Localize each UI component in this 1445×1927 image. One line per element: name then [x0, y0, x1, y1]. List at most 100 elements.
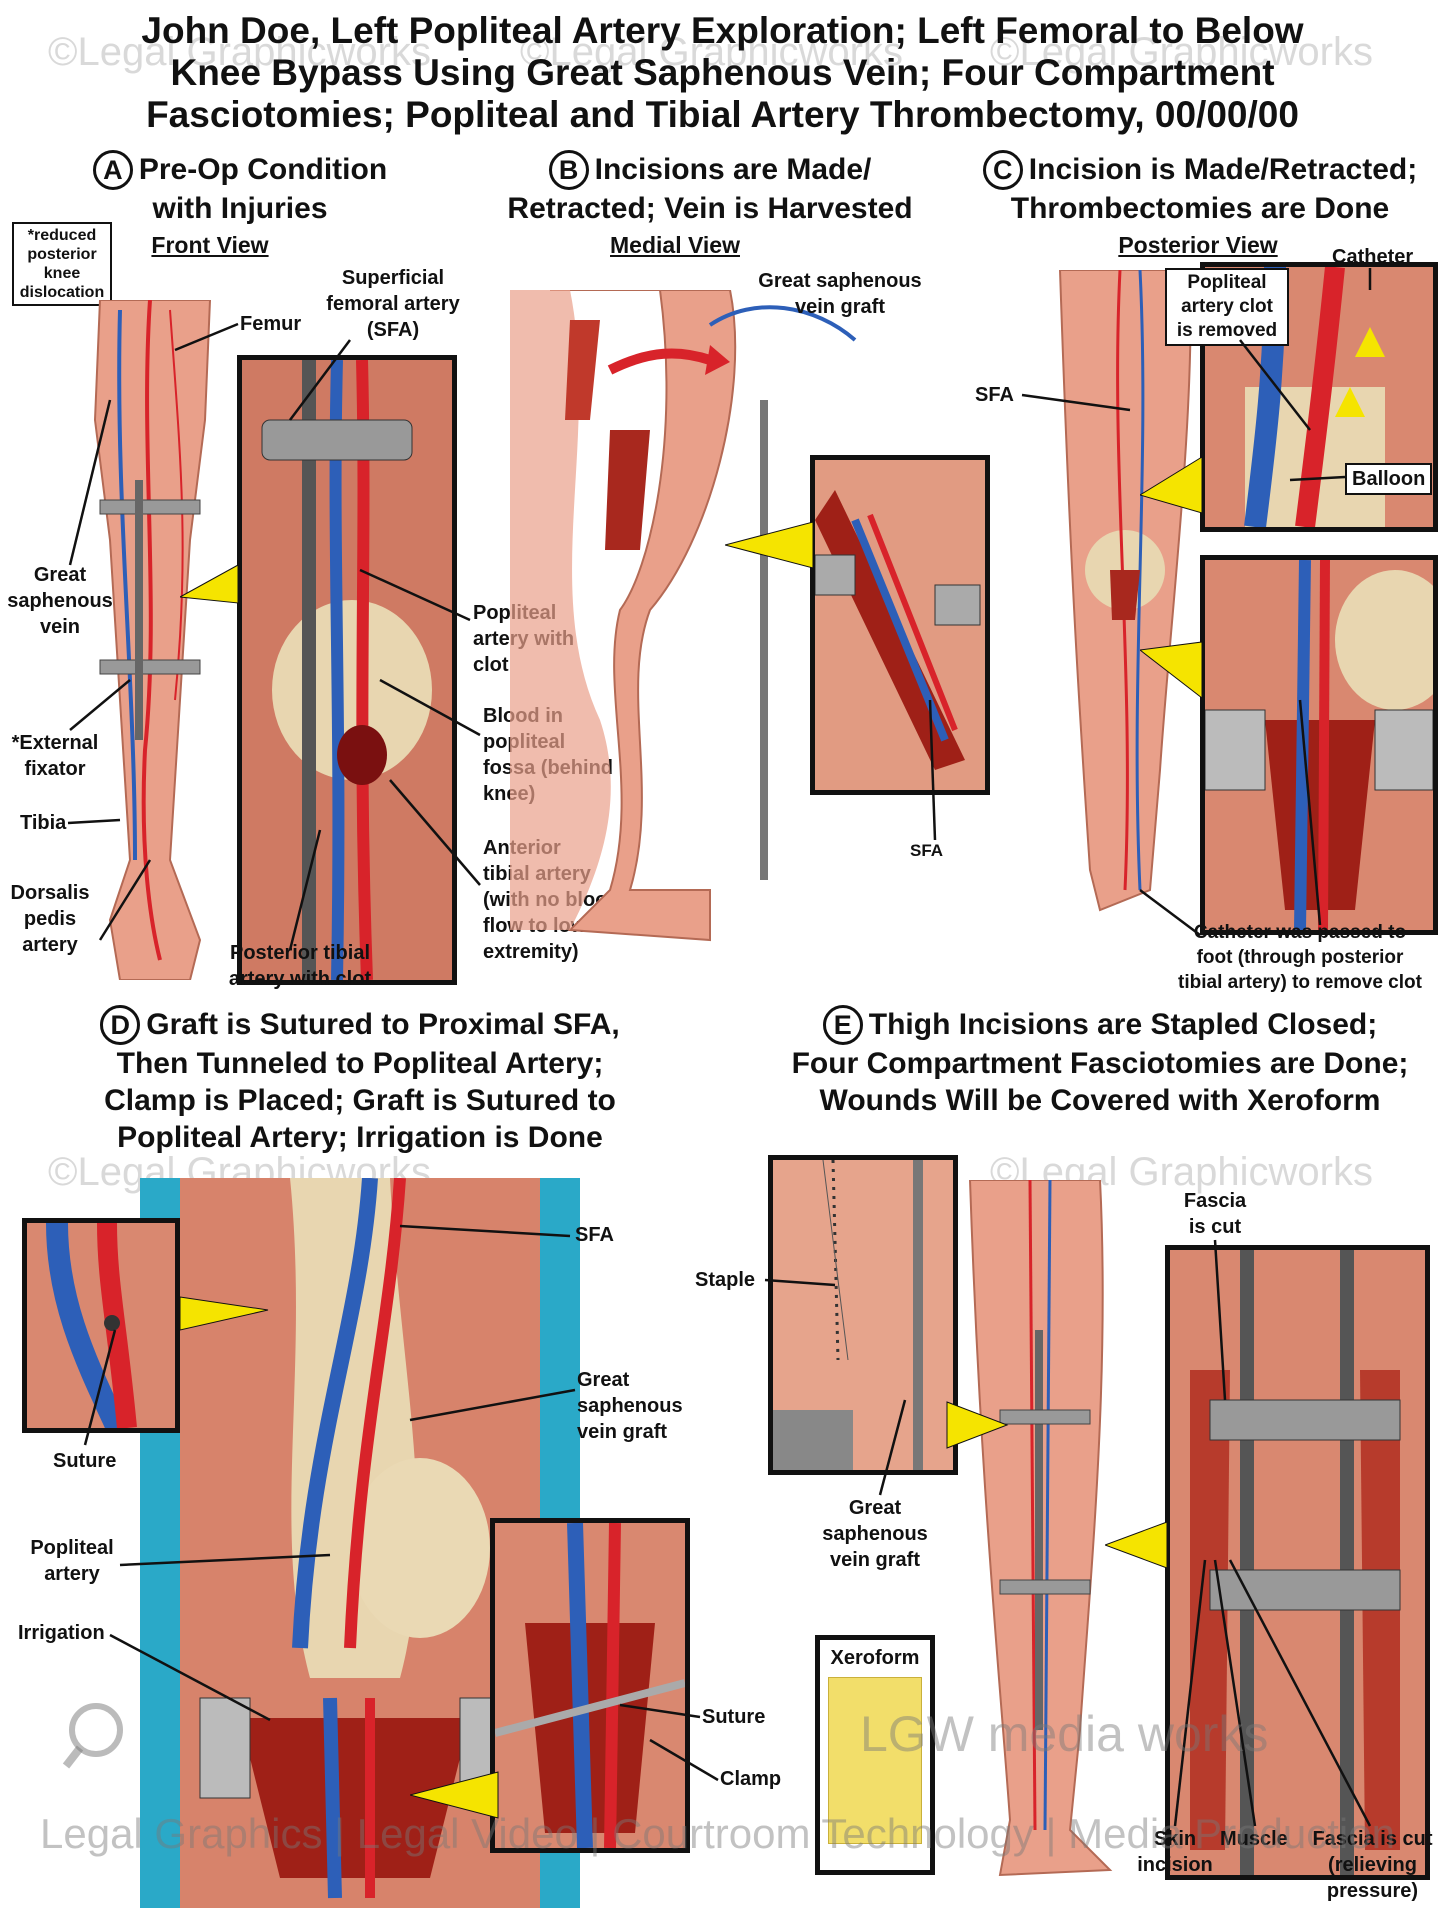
label-line: Dorsalis [10, 882, 90, 904]
label-line: vein graft [794, 296, 886, 318]
label-line: saphenous [577, 1395, 683, 1417]
label-line: Posterior tibial [229, 942, 371, 964]
panel-d-heading-line-2: Then Tunneled to Popliteal Artery; [116, 1047, 604, 1080]
label-line: (relieving [1328, 1854, 1417, 1876]
panel-d-closeup-suture [22, 1218, 180, 1433]
panel-a-view: Front View [151, 232, 269, 258]
panel-d-heading-line-1: Graft is Sutured to Proximal SFA, [146, 1008, 620, 1041]
label-irrigation: Irrigation [18, 1622, 105, 1644]
label-sfa-d: SFA [575, 1224, 614, 1246]
label-line: foot (through posterior [1196, 947, 1404, 968]
panel-a-note: *reduced posterior knee dislocation [12, 222, 112, 306]
label-line: artery clot [1181, 296, 1273, 317]
panel-b-view: Medial View [610, 232, 740, 258]
label-line: (SFA) [366, 319, 420, 341]
harvested-vein-graft [708, 305, 857, 342]
label-dorsalis-pedis: Dorsalis pedis artery [5, 880, 95, 958]
note-line: posterior [27, 246, 97, 263]
panel-c-heading-line-1: Incision is Made/Retracted; [1028, 153, 1418, 186]
note-line: *reduced [27, 227, 97, 244]
label-line: Skin [1153, 1828, 1197, 1850]
panel-b-heading-line-2: Retracted; Vein is Harvested [507, 192, 913, 225]
label-line: pedis [23, 908, 77, 930]
label-balloon: Balloon [1345, 463, 1433, 495]
title-line-3: Fasciotomies; Popliteal and Tibial Arter… [146, 94, 1299, 135]
label-line: vein graft [829, 1549, 921, 1571]
label-great-saphenous-vein: Great saphenous vein [5, 562, 115, 640]
label-xeroform: Xeroform [830, 1647, 920, 1669]
label-line: vein graft [577, 1421, 668, 1443]
label-sfa-c: SFA [975, 384, 1014, 406]
label-line: is removed [1176, 320, 1278, 341]
callout-pointer-e2 [946, 1401, 1009, 1449]
callout-pointer-b [725, 521, 814, 569]
label-skin-incision: Skin incision [1130, 1826, 1220, 1878]
label-line: Popliteal [30, 1537, 114, 1559]
label-line: artery [44, 1563, 100, 1585]
label-line: saphenous [822, 1523, 928, 1545]
callout-pointer-c1 [1140, 456, 1203, 514]
panel-d-closeup-clamp [490, 1518, 690, 1853]
label-great-saphenous-vein-graft-d: Great saphenous vein graft [577, 1367, 683, 1445]
label-staple: Staple [695, 1269, 756, 1291]
label-catheter: Catheter [1332, 246, 1414, 268]
label-popliteal-clot-removed: Popliteal artery clot is removed [1165, 268, 1289, 346]
posterior-incision-closeup-illustration [1205, 560, 1433, 930]
label-line: tibial artery) to remove clot [1178, 972, 1422, 993]
panel-e-heading-line-1: Thigh Incisions are Stapled Closed; [868, 1008, 1378, 1041]
leg-fasciotomy-illustration [968, 1180, 1113, 1877]
label-line: incision [1137, 1854, 1213, 1876]
callout-pointer-e1 [1105, 1521, 1168, 1569]
panel-c-letter: C [982, 150, 1023, 190]
label-line: saphenous [7, 590, 113, 612]
leg-posterior-view-illustration [1058, 270, 1192, 912]
panel-d-letter: D [100, 1005, 141, 1045]
label-line: Catheter was passed to [1193, 922, 1407, 943]
label-line: Fascia is cut [1312, 1828, 1433, 1850]
label-line: Great saphenous [758, 270, 922, 292]
panel-c-closeup-bottom [1200, 555, 1438, 935]
label-suture-d2: Suture [702, 1706, 766, 1728]
incision-closeup-illustration [815, 460, 985, 790]
title-line-1: John Doe, Left Popliteal Artery Explorat… [141, 10, 1304, 51]
xeroform-panel: Xeroform [815, 1635, 935, 1875]
label-popliteal-artery-d: Popliteal artery [22, 1535, 122, 1587]
panel-a-closeup [237, 355, 457, 985]
label-sfa: Superficial femoral artery (SFA) [313, 265, 473, 343]
panel-e-letter: E [822, 1005, 863, 1045]
label-tibia: Tibia [20, 812, 67, 834]
leg-front-view-illustration [93, 300, 212, 980]
brand-mark: LGW media works [860, 1706, 1269, 1762]
label-line: extremity) [483, 941, 579, 963]
label-line: pressure) [1326, 1880, 1419, 1902]
label-line: Fascia [1183, 1190, 1247, 1212]
label-line: Great [33, 564, 87, 586]
panel-b-closeup [810, 455, 990, 795]
label-fascia-is-cut-top: Fascia is cut [1180, 1188, 1250, 1240]
panel-a-heading-line-1: Pre-Op Condition [138, 153, 388, 186]
callout-pointer-c2 [1140, 641, 1203, 700]
label-sfa-b: SFA [910, 841, 944, 860]
panel-d-heading-line-3: Clamp is Placed; Graft is Sutured to [104, 1084, 616, 1117]
label-line: Popliteal [1187, 272, 1267, 293]
panel-b-letter: B [548, 150, 589, 190]
label-clamp: Clamp [720, 1768, 782, 1790]
panel-a-heading-line-2: with Injuries [152, 192, 328, 225]
panel-c-view: Posterior View [1118, 232, 1278, 258]
label-line: Great [848, 1497, 902, 1519]
panel-e-closeup-staples [768, 1155, 958, 1475]
panel-e-heading-line-2: Four Compartment Fasciotomies are Done; [791, 1047, 1409, 1080]
label-great-saphenous-vein-graft-e: Great saphenous vein graft [815, 1495, 935, 1573]
label-catheter-passed-to-foot: Catheter was passed to foot (through pos… [1160, 920, 1440, 995]
label-external-fixator: *External fixator [5, 730, 105, 782]
panel-e-closeup-fasciotomy [1165, 1245, 1430, 1880]
note-line: dislocation [19, 284, 105, 301]
fasciotomy-closeup-illustration [1170, 1250, 1425, 1875]
label-line: is cut [1188, 1216, 1242, 1238]
knee-closeup-illustration [242, 360, 452, 980]
